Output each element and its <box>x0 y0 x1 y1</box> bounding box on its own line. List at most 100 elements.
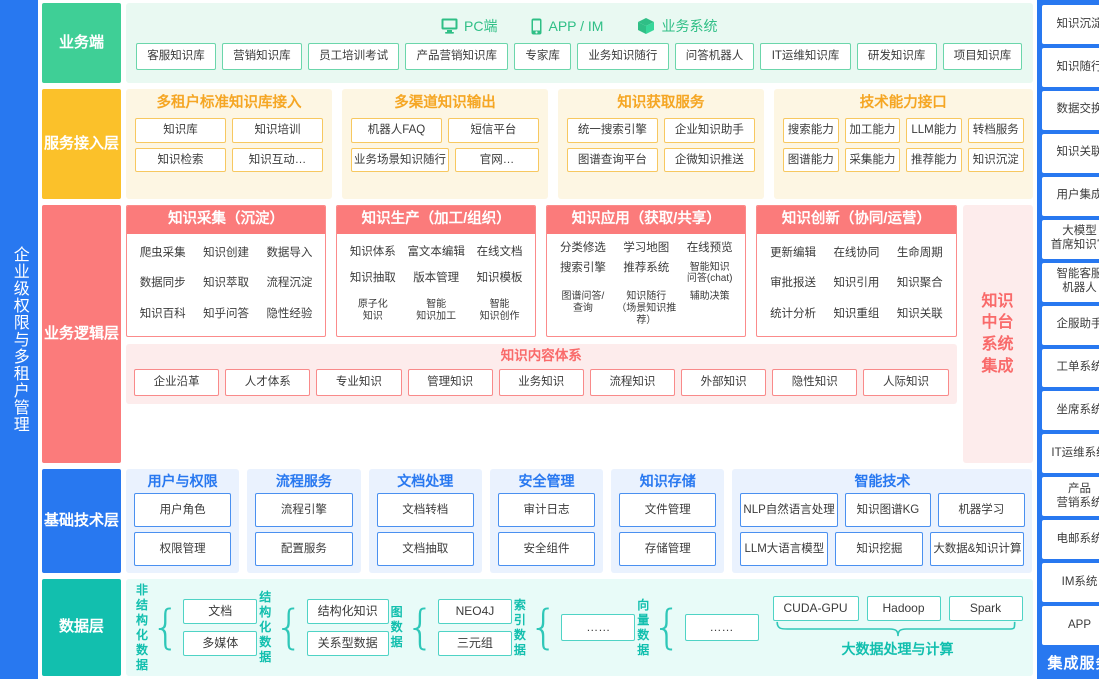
chip-file-management[interactable]: 文件管理 <box>619 493 717 528</box>
cell-decision-support[interactable]: 辅助决策 <box>689 291 730 303</box>
chip-search-capability[interactable]: 搜索能力 <box>782 117 839 143</box>
chip-rnd-kb[interactable]: 研发知识库 <box>856 43 937 70</box>
chip-vector-ellipsis[interactable]: …… <box>684 613 759 642</box>
chip-interpersonal-knowledge[interactable]: 人际知识 <box>863 369 949 396</box>
chip-sms-platform[interactable]: 短信平台 <box>447 117 539 143</box>
chip-structured-knowledge[interactable]: 结构化知识 <box>306 598 389 624</box>
chip-customer-service-kb[interactable]: 客服知识库 <box>136 43 216 70</box>
right-chip-llm-chief-knowledge-officer[interactable]: 大模型 首席知识官 <box>1041 219 1099 259</box>
cell-data-sync[interactable]: 数据同步 <box>139 277 186 290</box>
chip-management-knowledge[interactable]: 管理知识 <box>407 369 493 396</box>
chip-security-component[interactable]: 安全组件 <box>497 532 596 567</box>
chip-talent-system[interactable]: 人才体系 <box>225 369 311 396</box>
cell-version-management[interactable]: 版本管理 <box>413 272 460 285</box>
cell-tacit-experience[interactable]: 隐性经验 <box>266 307 313 320</box>
cell-update-editing[interactable]: 更新编辑 <box>770 247 817 260</box>
cell-knowledge-creation[interactable]: 知识创建 <box>203 247 250 260</box>
chip-it-ops-kb[interactable]: IT运维知识库 <box>760 43 851 70</box>
chip-llm[interactable]: LLM大语言模型 <box>740 532 829 567</box>
cell-rich-text-editing[interactable]: 富文本编辑 <box>407 245 465 258</box>
chip-product-marketing-kb[interactable]: 产品营销知识库 <box>405 43 509 70</box>
chip-user-role[interactable]: 用户角色 <box>134 493 232 528</box>
cell-knowledge-system[interactable]: 知识体系 <box>349 245 396 258</box>
cell-knowledge-template[interactable]: 知识模板 <box>476 272 523 285</box>
chip-bigdata-knowledge-computing[interactable]: 大数据&知识计算 <box>930 532 1025 567</box>
chip-triple[interactable]: 三元组 <box>437 631 512 657</box>
chip-llm-capability[interactable]: LLM能力 <box>906 117 962 143</box>
chip-processing-capability[interactable]: 加工能力 <box>844 117 901 143</box>
chip-graph-query-platform[interactable]: 图谱查询平台 <box>566 147 658 173</box>
chip-configuration-service[interactable]: 配置服务 <box>255 532 353 567</box>
chip-index-ellipsis[interactable]: …… <box>561 613 636 642</box>
cell-knowledge-encyclopedia[interactable]: 知识百科 <box>139 307 186 320</box>
chip-collection-capability[interactable]: 采集能力 <box>844 147 901 173</box>
cell-approval-submission[interactable]: 审批报送 <box>770 277 817 290</box>
cell-knowledge-citation[interactable]: 知识引用 <box>833 277 880 290</box>
chip-neo4j[interactable]: NEO4J <box>437 598 512 624</box>
chip-knowledge-mining[interactable]: 知识挖掘 <box>835 532 924 567</box>
chip-professional-knowledge[interactable]: 专业知识 <box>316 369 402 396</box>
cell-recommendation-system[interactable]: 推荐系统 <box>623 261 670 274</box>
cell-graph-qa-query[interactable]: 图谱问答/ 查询 <box>561 291 605 314</box>
chip-recommendation-capability[interactable]: 推荐能力 <box>906 147 962 173</box>
chip-doc-conversion-service[interactable]: 转档服务 <box>967 117 1024 143</box>
cell-knowledge-companion-scenario[interactable]: 知识随行 （场景知识推荐） <box>616 291 677 326</box>
chip-hadoop[interactable]: Hadoop <box>866 595 941 622</box>
chip-multimedia[interactable]: 多媒体 <box>183 631 258 657</box>
right-chip-knowledge-precipitation[interactable]: 知识沉淀 <box>1041 5 1099 44</box>
chip-document[interactable]: 文档 <box>183 598 258 624</box>
chip-audit-log[interactable]: 审计日志 <box>497 493 596 528</box>
chip-robot-faq[interactable]: 机器人FAQ <box>350 117 442 143</box>
right-chip-knowledge-companion[interactable]: 知识随行 <box>1041 47 1099 87</box>
chip-knowledge-base[interactable]: 知识库 <box>135 117 226 143</box>
right-chip-smart-service-robot[interactable]: 智能客服 机器人 <box>1041 262 1099 302</box>
right-chip-product-marketing-system[interactable]: 产品 营销系统 <box>1041 477 1099 517</box>
chip-official-website[interactable]: 官网… <box>454 147 539 173</box>
cell-online-collaboration[interactable]: 在线协同 <box>833 247 880 260</box>
chip-knowledge-search[interactable]: 知识检索 <box>135 147 226 173</box>
chip-spark[interactable]: Spark <box>948 595 1023 622</box>
right-chip-knowledge-association[interactable]: 知识关联 <box>1041 133 1099 173</box>
chip-enterprise-history[interactable]: 企业沿革 <box>134 369 220 396</box>
cell-smart-knowledge-qa-chat[interactable]: 智能知识 问答(chat) <box>686 261 733 285</box>
chip-process-engine[interactable]: 流程引擎 <box>255 493 353 528</box>
chip-project-kb[interactable]: 项目知识库 <box>942 43 1023 70</box>
cell-smart-knowledge-creation[interactable]: 智能 知识创作 <box>479 299 520 323</box>
chip-knowledge-interaction[interactable]: 知识互动… <box>231 147 323 173</box>
right-chip-enterprise-service-assistant[interactable]: 企服助手 <box>1041 305 1099 345</box>
cell-lifecycle[interactable]: 生命周期 <box>896 247 943 260</box>
cell-online-document[interactable]: 在线文档 <box>476 245 523 258</box>
right-chip-email-system[interactable]: 电邮系统 <box>1041 520 1099 560</box>
cell-knowledge-extraction[interactable]: 知识萃取 <box>203 277 250 290</box>
chip-nlp[interactable]: NLP自然语言处理 <box>740 493 838 528</box>
cell-search-engine[interactable]: 搜索引擎 <box>559 261 606 274</box>
chip-relational-data[interactable]: 关系型数据 <box>306 631 389 657</box>
cell-statistical-analysis[interactable]: 统计分析 <box>770 307 817 320</box>
chip-expert-library[interactable]: 专家库 <box>514 43 572 70</box>
right-chip-ticket-system[interactable]: 工单系统 <box>1041 348 1099 388</box>
right-chip-user-integration[interactable]: 用户集成 <box>1041 176 1099 216</box>
chip-tacit-knowledge[interactable]: 隐性知识 <box>772 369 858 396</box>
chip-document-extraction[interactable]: 文档抽取 <box>376 532 474 567</box>
cell-knowledge-extract[interactable]: 知识抽取 <box>349 272 396 285</box>
chip-storage-management[interactable]: 存储管理 <box>619 532 717 567</box>
right-chip-it-ops-system[interactable]: IT运维系统 <box>1041 434 1099 474</box>
cell-crawler-collection[interactable]: 爬虫采集 <box>139 247 186 260</box>
right-chip-data-exchange[interactable]: 数据交换 <box>1041 90 1099 130</box>
chip-graph-capability[interactable]: 图谱能力 <box>782 147 839 173</box>
chip-knowledge-training[interactable]: 知识培训 <box>231 117 323 143</box>
chip-knowledge-graph-kg[interactable]: 知识图谱KG <box>844 493 932 528</box>
right-chip-app[interactable]: APP <box>1041 606 1099 646</box>
cell-data-import[interactable]: 数据导入 <box>266 247 313 260</box>
chip-permission-management[interactable]: 权限管理 <box>134 532 232 567</box>
chip-marketing-kb[interactable]: 营销知识库 <box>221 43 302 70</box>
cell-learning-map[interactable]: 学习地图 <box>623 241 670 254</box>
right-chip-im-system[interactable]: IM系统 <box>1041 563 1099 603</box>
chip-enterprise-knowledge-assistant[interactable]: 企业知识助手 <box>663 117 755 143</box>
cell-atomic-knowledge[interactable]: 原子化 知识 <box>357 299 388 323</box>
cell-knowledge-aggregation[interactable]: 知识聚合 <box>896 277 943 290</box>
chip-qa-robot[interactable]: 问答机器人 <box>674 43 755 70</box>
chip-cuda-gpu[interactable]: CUDA-GPU <box>772 595 859 622</box>
cell-process-precipitation[interactable]: 流程沉淀 <box>266 277 313 290</box>
chip-wecom-knowledge-push[interactable]: 企微知识推送 <box>663 147 755 173</box>
